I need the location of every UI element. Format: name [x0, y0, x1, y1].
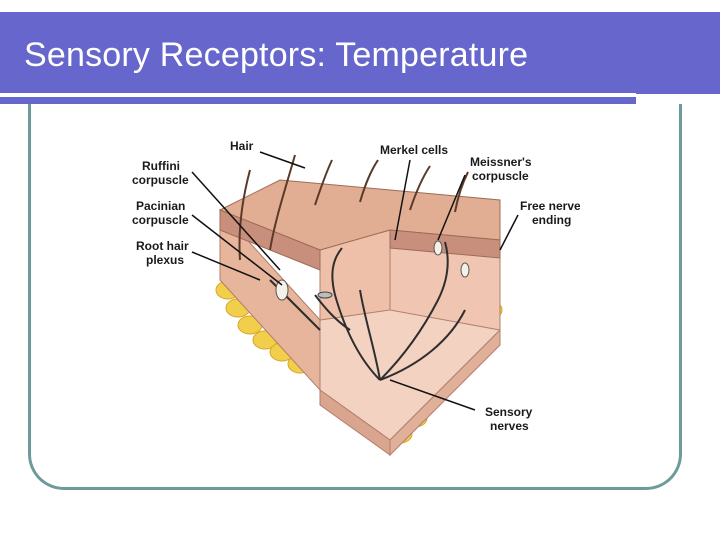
label-root-hair-2: plexus — [146, 253, 184, 267]
skin-receptor-diagram: Hair Ruffini corpuscle Pacinian corpuscl… — [132, 139, 580, 457]
label-pacinian-1: Pacinian — [136, 199, 185, 213]
leader-lines — [191, 151, 519, 411]
label-free-nerve-1: Free nerve — [520, 199, 580, 213]
label-ruffini-1: Ruffini — [142, 159, 180, 173]
epidermis-top — [218, 179, 501, 251]
label-sensory-1: Sensory — [485, 405, 533, 419]
free-ending-shape — [460, 262, 470, 278]
title-divider — [0, 93, 636, 97]
label-meissner-1: Meissner's — [470, 155, 532, 169]
label-free-nerve-2: ending — [532, 213, 571, 227]
meissner-corpuscle-shape — [433, 240, 443, 256]
label-hair: Hair — [230, 139, 254, 153]
nerve-fibers — [269, 241, 466, 381]
slide-title: Sensory Receptors: Temperature — [24, 36, 529, 74]
label-root-hair-1: Root hair — [136, 239, 189, 253]
label-ruffini-2: corpuscle — [132, 173, 189, 187]
skin-bottom-slab-right — [389, 328, 501, 457]
title-bar — [0, 12, 720, 104]
label-sensory-2: nerves — [490, 419, 529, 433]
hairs — [238, 154, 469, 261]
content-frame — [28, 104, 682, 490]
epidermis-band-left — [219, 209, 321, 271]
ruffini-corpuscle-shape — [317, 291, 333, 299]
pacinian-corpuscle-shape — [275, 279, 289, 301]
label-meissner-2: corpuscle — [472, 169, 529, 183]
label-pacinian-2: corpuscle — [132, 213, 189, 227]
label-merkel: Merkel cells — [380, 143, 448, 157]
